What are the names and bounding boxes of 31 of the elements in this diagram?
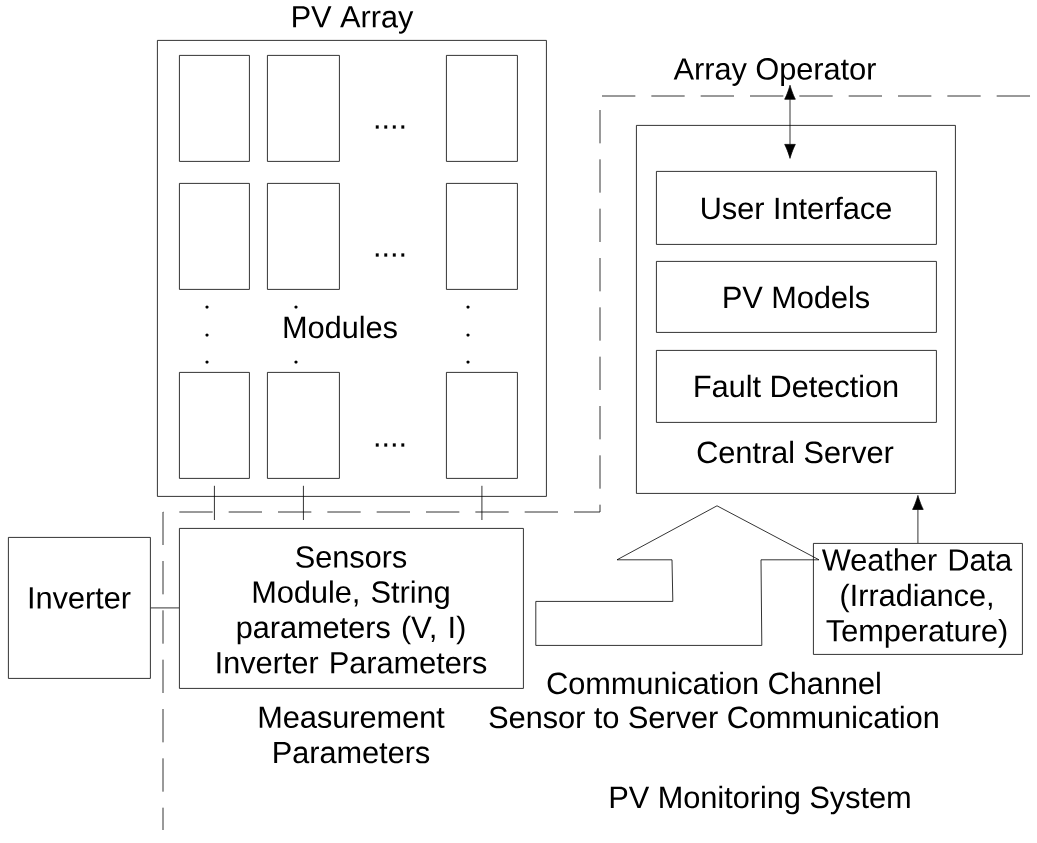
- module-panel: [446, 55, 518, 162]
- connector-line: [214, 485, 215, 521]
- module-panel: [446, 183, 518, 290]
- system-title: PV Monitoring System: [610, 785, 910, 815]
- ellipsis: ....: [375, 125, 405, 129]
- arrow: [784, 84, 796, 159]
- arrow: [912, 495, 924, 544]
- module-panel: [179, 55, 250, 162]
- software-module-box: Fault Detection: [656, 350, 937, 423]
- operator-label: Array Operator: [673, 58, 876, 86]
- weather-data-box: Weather Data (Irradiance, Temperature): [813, 543, 1023, 655]
- connector-line: [481, 485, 483, 521]
- module-panel: [267, 55, 340, 162]
- module-panel: [267, 372, 340, 479]
- inverter-box: Inverter: [8, 537, 151, 679]
- ellipsis: ....: [375, 253, 405, 257]
- edge-label: Communication Channel: [547, 671, 880, 695]
- connector-line: [303, 485, 304, 521]
- node-caption: Measurement Parameters: [259, 706, 445, 764]
- ellipsis: ....: [375, 443, 405, 447]
- module-panel: [179, 372, 250, 479]
- node-label: PV Array: [293, 6, 414, 34]
- connector-line: [150, 607, 180, 609]
- software-module-box: User Interface: [656, 171, 937, 245]
- module-panel: [446, 372, 518, 479]
- sensor-box: Sensors Module, String parameters (V, I) Inverter Parameters: [179, 528, 524, 689]
- module-panel: [179, 183, 250, 290]
- channel-caption: Sensor to Server Communication: [489, 705, 938, 729]
- software-module-box: PV Models: [656, 261, 937, 333]
- module-panel: [267, 183, 340, 290]
- block-arrow: [535, 505, 820, 646]
